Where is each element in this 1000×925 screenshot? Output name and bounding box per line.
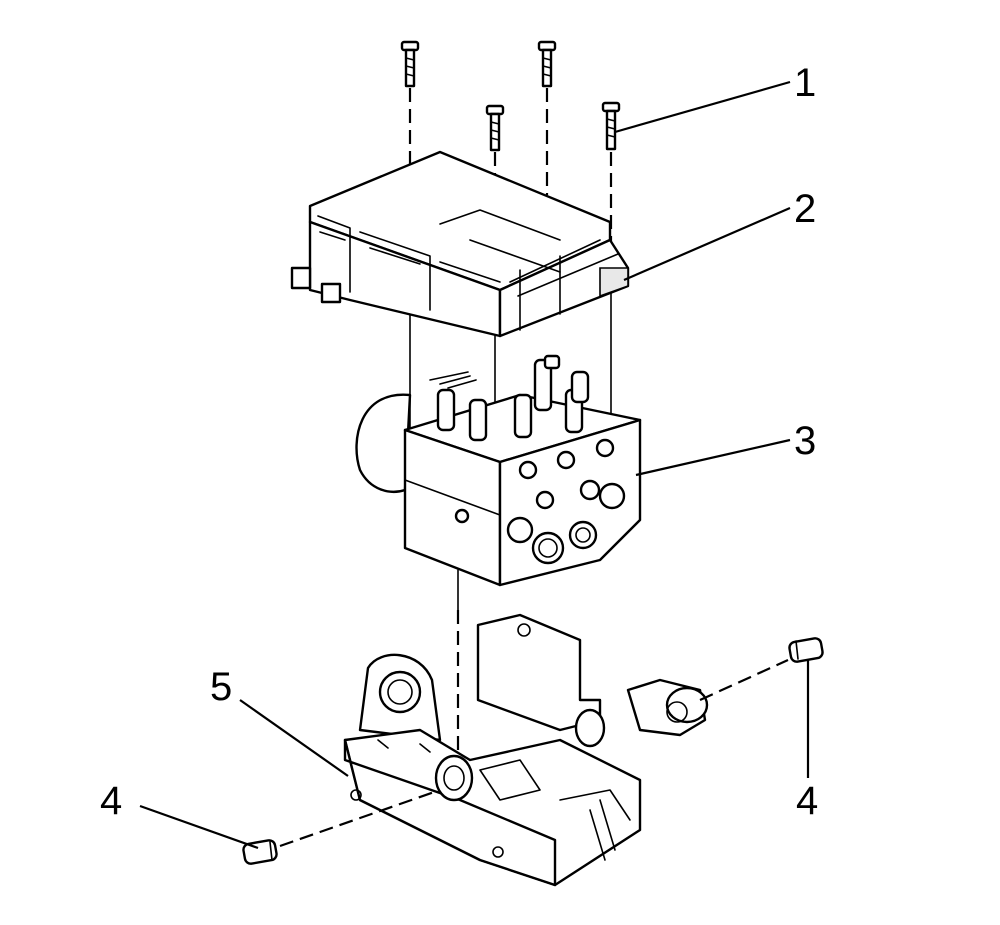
leader-lines (139, 80, 810, 850)
bolt-4 (601, 101, 621, 151)
pin-alignment-lines (279, 658, 789, 848)
callout-3: 3 (794, 419, 816, 463)
callout-4-left: 4 (100, 779, 122, 823)
bolt-3 (485, 104, 505, 152)
bolt-2 (537, 40, 557, 88)
callout-4-right: 4 (796, 779, 818, 823)
modulator-valve-body (355, 354, 642, 587)
control-module (290, 150, 630, 338)
pin-right (788, 637, 824, 663)
callout-5: 5 (210, 665, 232, 709)
pin-left (242, 839, 278, 865)
callout-2: 2 (794, 187, 816, 231)
mounting-bracket (343, 613, 709, 887)
callout-1: 1 (794, 61, 816, 105)
bolt-1 (400, 40, 420, 88)
